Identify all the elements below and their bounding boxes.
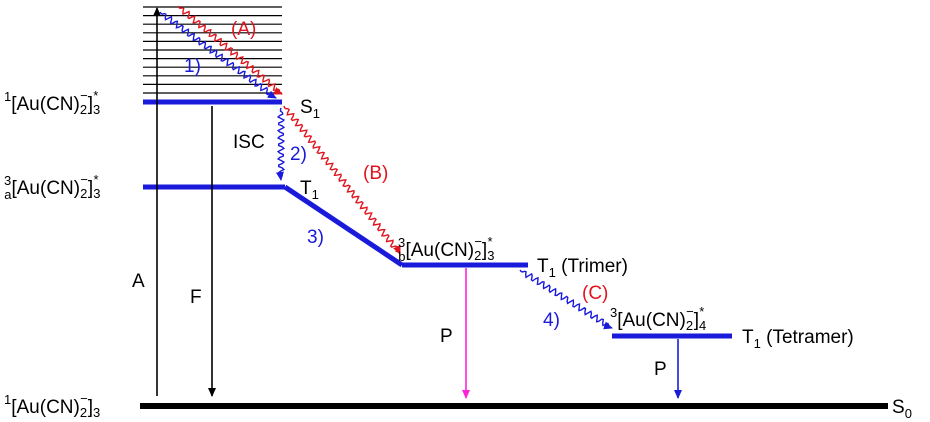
- t1-tetramer-state-label: T1 (Tetramer): [742, 327, 854, 351]
- t1-to-trimer-slope: [283, 184, 404, 268]
- absorption-label: A: [132, 271, 145, 292]
- phosphorescence-tetramer-label: P: [654, 359, 667, 380]
- step-4-label: 4): [543, 310, 560, 331]
- t1-trimer-state-label: T1 (Trimer): [537, 256, 628, 280]
- step-2-label: 2): [290, 144, 307, 165]
- s1-state-label: S1: [300, 97, 320, 121]
- pathway-b-label: (B): [363, 163, 388, 184]
- phosphorescence-trimer-label: P: [440, 326, 453, 347]
- s1-species-label: 1[Au(CN)2−]3*: [4, 88, 100, 117]
- ground-species-label: 1[Au(CN)2−]3: [4, 391, 100, 420]
- tetramer-species-label: 3[Au(CN)2−]4*: [610, 304, 706, 333]
- t1-state-label: T1: [300, 178, 319, 202]
- step-3-label: 3): [307, 227, 324, 248]
- pathway-a-label: (A): [231, 19, 256, 40]
- step-1-label: 1): [184, 56, 201, 77]
- pathway-a-wavy-arrow: [177, 5, 283, 95]
- fluorescence-label: F: [190, 287, 202, 308]
- pathway-c-label: (C): [582, 283, 608, 304]
- vibrational-manifold: [143, 6, 282, 94]
- pathway-b-wavy-arrow: [283, 105, 401, 255]
- s0-state-label: S0: [892, 397, 912, 421]
- pathway-1-wavy-arrow: [159, 11, 277, 99]
- pathway-2-wavy-arrow: [275, 107, 286, 181]
- pathway-4-wavy-arrow: [519, 269, 613, 330]
- isc-label: ISC: [233, 132, 265, 153]
